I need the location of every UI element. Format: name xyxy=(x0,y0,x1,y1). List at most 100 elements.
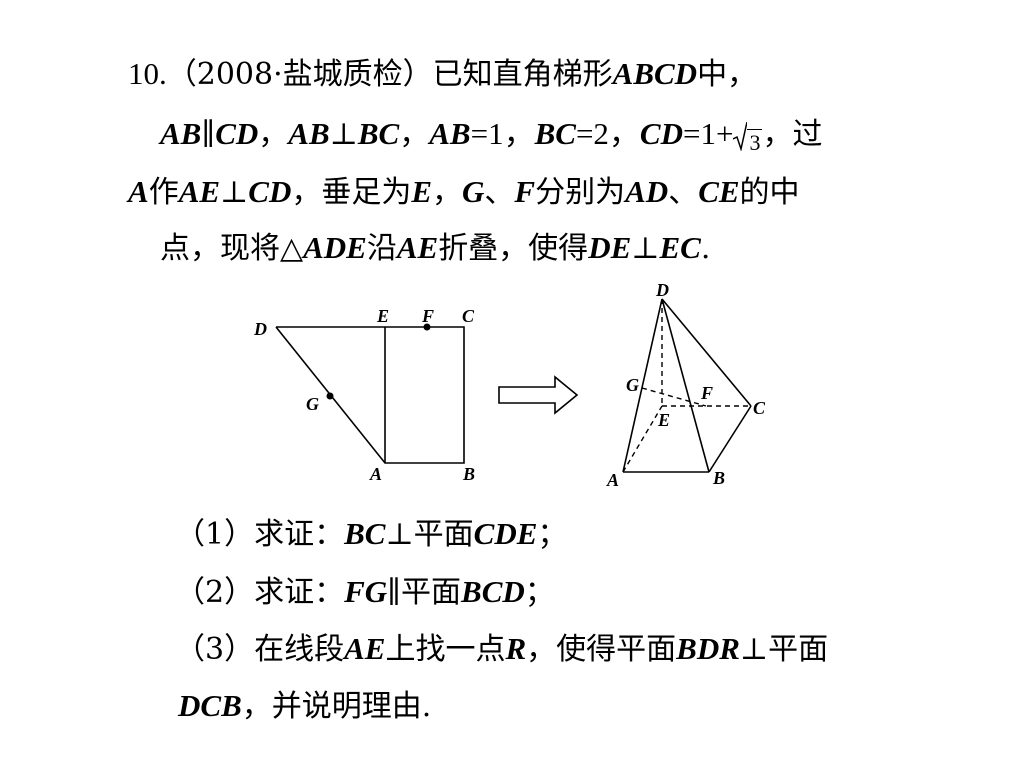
math-var: AB xyxy=(288,116,330,151)
math-var: AB xyxy=(160,116,202,151)
math-var: E xyxy=(411,174,433,209)
label-E-3d: E xyxy=(657,410,670,430)
text: ⊥平面 xyxy=(739,632,829,667)
edge-DC xyxy=(661,298,752,407)
math-var: BC xyxy=(344,516,386,551)
math-var: BCD xyxy=(461,574,525,609)
right-arrow-icon xyxy=(498,375,579,415)
text: ，使得平面 xyxy=(526,632,677,667)
point-F-dot xyxy=(423,323,431,331)
text: ，垂足为 xyxy=(291,175,412,210)
sqrt-3: 3 xyxy=(733,121,763,164)
text: ， xyxy=(399,117,430,152)
question-3-cont: DCB，并说明理由. xyxy=(178,686,431,727)
label-C-3d: C xyxy=(753,398,766,418)
label-G: G xyxy=(306,394,319,414)
label-D: D xyxy=(253,319,267,339)
text: ∥平面 xyxy=(387,575,462,610)
text: ⊥ xyxy=(220,175,249,210)
math-var: CDE xyxy=(473,516,538,551)
text: （2）求证： xyxy=(175,575,345,610)
text: ⊥ xyxy=(329,117,358,152)
text: ，并说明理由. xyxy=(241,689,432,724)
text: 、 xyxy=(484,175,515,210)
sqrt-radicand: 3 xyxy=(747,129,763,155)
label-A: A xyxy=(369,464,382,484)
math-var: FG xyxy=(344,574,388,609)
text: 中， xyxy=(697,57,758,92)
math-var: ADE xyxy=(303,230,367,265)
math-var: BDR xyxy=(676,631,740,666)
math-var: EC xyxy=(659,230,701,265)
math-var: AB xyxy=(429,116,471,151)
text: ∥ xyxy=(201,117,216,152)
math-var: AD xyxy=(625,174,669,209)
text: =2， xyxy=(575,116,640,151)
text: 点，现将△ xyxy=(160,231,304,266)
math-var: ABCD xyxy=(612,56,698,91)
edge-DA xyxy=(622,298,663,473)
math-var: CE xyxy=(698,174,740,209)
segment-GF-hidden xyxy=(641,387,707,407)
problem-number: 10. xyxy=(128,56,167,91)
text: ； xyxy=(537,517,568,552)
text: 已知直角梯形 xyxy=(432,57,613,92)
point-G-dot xyxy=(326,392,334,400)
label-D-3d: D xyxy=(655,280,669,300)
math-var: F xyxy=(514,174,536,209)
label-A-3d: A xyxy=(606,470,619,490)
label-B-3d: B xyxy=(712,468,725,488)
text: （3）在线段 xyxy=(175,632,345,667)
text: ⊥ xyxy=(631,231,660,266)
math-var: DCB xyxy=(178,688,242,723)
edge-DB xyxy=(661,298,710,473)
text: =1， xyxy=(470,116,535,151)
label-C: C xyxy=(462,306,475,326)
text: 分别为 xyxy=(535,175,626,210)
math-var: R xyxy=(505,631,527,666)
text: 沿 xyxy=(366,231,397,266)
math-var: A xyxy=(128,174,149,209)
pyramid-hidden-edges xyxy=(622,299,751,473)
edge-AE-hidden xyxy=(622,405,663,473)
math-var: CD xyxy=(639,116,683,151)
label-G-3d: G xyxy=(626,375,639,395)
math-var: CD xyxy=(248,174,292,209)
math-var: AE xyxy=(178,174,221,209)
text: 的中 xyxy=(739,175,800,210)
trapezoid-outline xyxy=(275,326,465,464)
text: 、 xyxy=(668,175,699,210)
text: 上找一点 xyxy=(385,632,506,667)
label-E: E xyxy=(376,306,389,326)
trapezoid-figure xyxy=(275,326,465,464)
text: 折叠，使得 xyxy=(438,231,589,266)
math-var: DE xyxy=(588,230,632,265)
text: （1）求证： xyxy=(175,517,345,552)
problem-line-1: 10.（2008·盐城质检）已知直角梯形ABCD中， xyxy=(128,54,757,95)
text: ； xyxy=(524,575,555,610)
math-var: CD xyxy=(215,116,259,151)
label-F-3d: F xyxy=(700,383,713,403)
label-F: F xyxy=(421,306,434,326)
question-2: （2）求证：FG∥平面BCD； xyxy=(175,572,555,613)
problem-line-2: AB∥CD，AB⊥BC，AB=1，BC=2，CD=1+3，过 xyxy=(160,114,822,164)
edge-BC xyxy=(708,405,752,473)
question-1: （1）求证：BC⊥平面CDE； xyxy=(175,514,567,555)
text: 作 xyxy=(148,175,179,210)
text: ， xyxy=(432,175,463,210)
math-var: AE xyxy=(344,631,386,666)
text: ， xyxy=(258,117,289,152)
math-var: G xyxy=(462,174,485,209)
problem-line-3: A作AE⊥CD，垂足为E，G、F分别为AD、CE的中 xyxy=(128,172,800,213)
text: . xyxy=(700,231,711,266)
text: ⊥平面 xyxy=(385,517,474,552)
text: =1+ xyxy=(683,116,734,151)
pyramid-figure xyxy=(622,298,752,473)
problem-line-4: 点，现将△ADE沿AE折叠，使得DE⊥EC. xyxy=(160,228,710,269)
label-B: B xyxy=(462,464,475,484)
text: ，过 xyxy=(762,117,823,152)
math-var: AE xyxy=(396,230,439,265)
sqrt-sign-icon xyxy=(733,121,748,151)
problem-source: （2008·盐城质检） xyxy=(166,57,433,92)
